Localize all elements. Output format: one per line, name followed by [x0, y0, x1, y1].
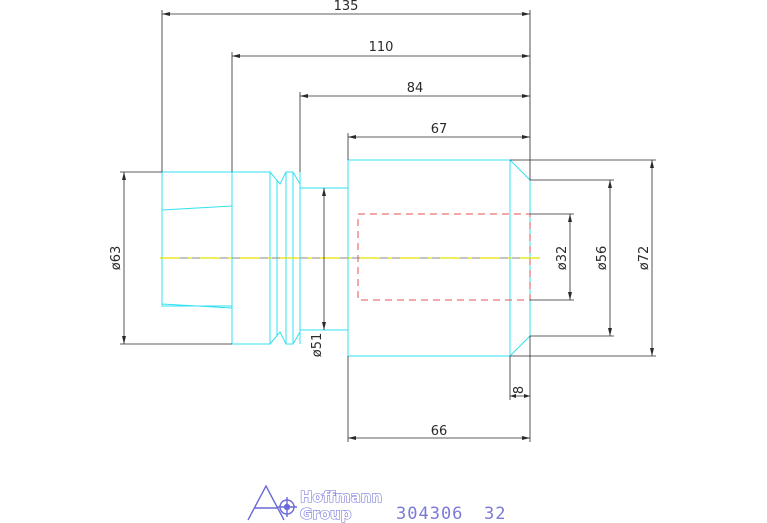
- dim-dia72: ø72: [637, 246, 652, 271]
- dim-dia32: ø32: [555, 246, 570, 271]
- taper-line-bottom: [161, 303, 233, 309]
- hidden-bore: [357, 213, 531, 301]
- brand-name-line1: Hoffmann: [300, 488, 382, 506]
- part-size: 32: [484, 504, 506, 523]
- v-groove-top: [269, 171, 301, 186]
- brand-name-line2: Group: [300, 505, 352, 523]
- dimension-labels: 135 110 84 67 66 8 ø63 ø51 ø32 ø56 ø72: [109, 0, 652, 439]
- dimension-lines: [120, 10, 656, 442]
- dim-84: 84: [407, 81, 424, 96]
- neck: [299, 160, 349, 189]
- part-number: 304306: [396, 504, 463, 523]
- dim-dia63: ø63: [109, 246, 124, 271]
- hoffmann-logo-icon: [247, 484, 297, 521]
- dim-dia56: ø56: [595, 246, 610, 271]
- arrowheads: [122, 12, 654, 440]
- dim-110: 110: [369, 40, 394, 55]
- v-groove-bottom: [269, 330, 301, 345]
- dim-67: 67: [431, 122, 448, 137]
- dim-dia51: ø51: [310, 333, 325, 358]
- taper-shank: [161, 171, 232, 307]
- dim-8: 8: [512, 386, 527, 394]
- taper-line-top: [161, 205, 233, 211]
- title-block: Hoffmann Group 304306 32: [247, 484, 506, 523]
- dim-66: 66: [431, 424, 448, 439]
- dim-135: 135: [334, 0, 359, 14]
